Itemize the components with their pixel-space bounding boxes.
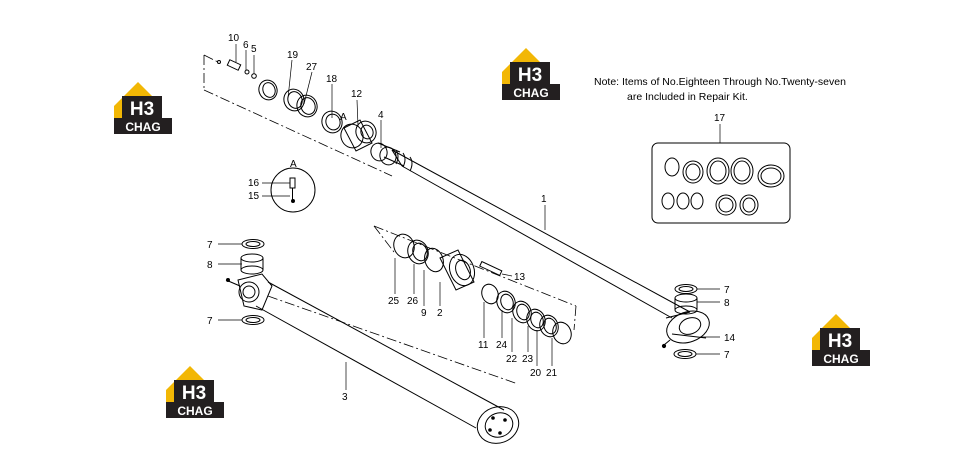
repair-kit-box <box>651 142 791 224</box>
logo-mark: H3 <box>828 331 852 352</box>
logo-graphic: H3 CHAG <box>166 366 224 418</box>
logo-text: CHAG <box>823 352 858 366</box>
label-9: 9 <box>421 308 427 319</box>
label-25: 25 <box>388 296 400 307</box>
label-11: 11 <box>478 340 489 351</box>
brand-logo-watermark: H3 CHAG <box>108 78 174 141</box>
label-7-a: 7 <box>207 240 213 251</box>
logo-mark: H3 <box>182 383 206 404</box>
logo-text: CHAG <box>125 120 160 134</box>
label-20: 20 <box>530 368 542 379</box>
label-16: 16 <box>248 178 260 189</box>
label-15: 15 <box>248 191 260 202</box>
label-14: 14 <box>724 333 736 344</box>
piston-parts <box>393 233 572 345</box>
label-4: 4 <box>378 110 384 121</box>
label-6: 6 <box>243 40 249 51</box>
label-a-top: A <box>340 112 347 123</box>
label-5: 5 <box>251 44 257 55</box>
label-3: 3 <box>342 392 348 403</box>
logo-graphic: H3 CHAG <box>812 314 870 366</box>
rod-end-parts <box>673 284 698 359</box>
label-17: 17 <box>714 113 726 124</box>
label-22: 22 <box>506 354 518 365</box>
label-18: 18 <box>326 74 338 85</box>
label-12: 12 <box>351 89 363 100</box>
label-7-b: 7 <box>207 316 213 327</box>
centerline-lower <box>267 225 577 385</box>
logo-text: CHAG <box>513 86 548 100</box>
label-7-c: 7 <box>724 285 730 296</box>
label-21: 21 <box>546 368 558 379</box>
cylinder-tube <box>225 239 520 444</box>
label-24: 24 <box>496 340 508 351</box>
label-19: 19 <box>287 50 299 61</box>
top-parts <box>217 59 397 166</box>
part-labels: 10 6 5 19 27 18 12 A 4 1 17 A 16 15 7 8 … <box>207 33 736 403</box>
label-8-a: 8 <box>207 260 213 271</box>
note-line-1: Note: Items of No.Eighteen Through No.Tw… <box>594 76 846 88</box>
brand-logo-watermark: H3 CHAG <box>160 362 226 425</box>
logo-text: CHAG <box>177 404 212 418</box>
detail-a <box>270 167 316 213</box>
centerline-upper <box>203 54 393 177</box>
logo-mark: H3 <box>518 65 542 86</box>
logo-mark: H3 <box>130 99 154 120</box>
piston-rod <box>377 142 710 349</box>
leader-lines <box>218 44 721 390</box>
label-26: 26 <box>407 296 419 307</box>
note-line-2: are Included in Repair Kit. <box>627 91 748 103</box>
label-a-detail: A <box>290 159 297 170</box>
logo-graphic: H3 CHAG <box>502 48 560 100</box>
label-7-d: 7 <box>724 350 730 361</box>
logo-graphic: H3 CHAG <box>114 82 172 134</box>
label-2: 2 <box>437 308 443 319</box>
label-13: 13 <box>514 272 526 283</box>
label-10: 10 <box>228 33 240 44</box>
label-8-b: 8 <box>724 298 730 309</box>
repair-kit-note: Note: Items of No.Eighteen Through No.Tw… <box>594 75 846 105</box>
label-1: 1 <box>541 194 547 205</box>
label-23: 23 <box>522 354 534 365</box>
label-27: 27 <box>306 62 318 73</box>
brand-logo-watermark: H3 CHAG <box>496 44 562 107</box>
brand-logo-watermark: H3 CHAG <box>806 310 872 373</box>
